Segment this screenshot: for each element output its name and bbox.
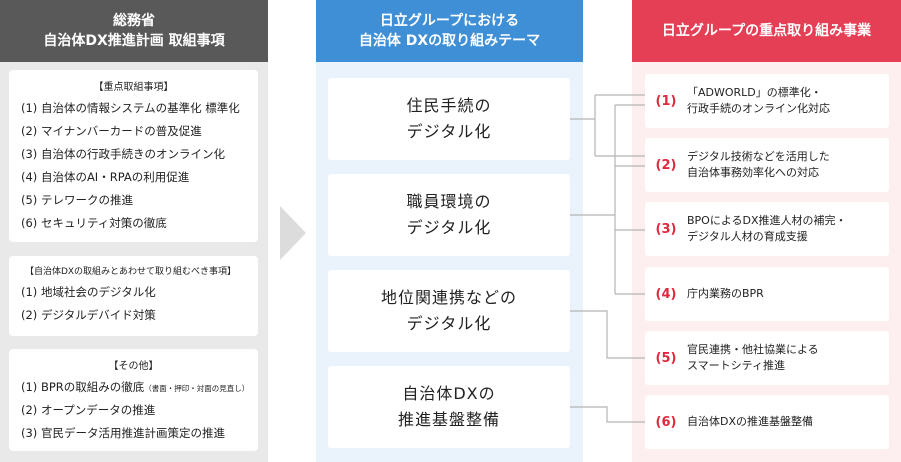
initiative-number: (3) — [655, 221, 677, 237]
list-item: (2) マイナンバーカードの普及促進 — [21, 124, 202, 138]
theme-line: 住民手続の — [406, 96, 492, 115]
initiative-text: 庁内業務のBPR — [687, 286, 764, 302]
theme-line: 自治体DXの — [402, 384, 496, 403]
initiative-number: (4) — [655, 286, 677, 302]
combined-items-title: 【自治体DXの取組みとあわせて取り組むべき事項】 — [24, 267, 237, 277]
other-items-title: 【その他】 — [108, 361, 159, 372]
right-header-title: 日立グループの重点取り組み事業 — [661, 23, 872, 39]
initiative-text: BPOによるDX推進人材の補完・ デジタル人材の育成支援 — [687, 213, 847, 245]
initiative-number: (6) — [655, 414, 677, 430]
theme-box-staff: 職員環境の デジタル化 — [328, 174, 570, 256]
initiative-number: (2) — [655, 157, 677, 173]
initiative-line: 自治体事務効率化への対応 — [687, 166, 819, 179]
middle-header-line2: 自治体 DXの取り組みテーマ — [358, 33, 541, 49]
theme-box-foundation: 自治体DXの 推進基盤整備 — [328, 366, 570, 448]
right-column: 日立グループの重点取り組み事業 (1) 「ADWORLD」の標準化・ 行政手続の… — [632, 0, 901, 462]
theme-line: 推進基盤整備 — [397, 410, 500, 429]
initiative-text: デジタル技術などを活用した 自治体事務効率化への対応 — [687, 149, 830, 181]
theme-box-resident: 住民手続の デジタル化 — [328, 78, 570, 160]
list-item: (2) オープンデータの推進 — [21, 403, 156, 417]
initiative-line: デジタル技術などを活用した — [687, 150, 830, 163]
list-item: (1) 地域社会のデジタル化 — [21, 285, 156, 299]
initiative-text: 官民連携・他社協業による スマートシティ推進 — [687, 342, 819, 374]
initiative-box-4: (4) 庁内業務のBPR — [645, 267, 889, 321]
connector-theme4 — [570, 406, 645, 423]
connector-theme3 — [570, 310, 645, 359]
left-column-header: 総務省 自治体DX推進計画 取組事項 — [0, 0, 268, 62]
middle-column-header: 日立グループにおける 自治体 DXの取り組みテーマ — [316, 0, 583, 62]
initiative-line: BPOによるDX推進人材の補完・ — [687, 214, 847, 227]
initiative-text: 自治体DXの推進基盤整備 — [687, 414, 813, 430]
list-item: (6) セキュリティ対策の徹底 — [21, 216, 167, 230]
initiative-number: (1) — [655, 93, 677, 109]
theme-line: デジタル化 — [406, 218, 492, 237]
list-item: (1) BPRの取組みの徹底（書面・押印・対面の見直し） — [21, 376, 258, 399]
combined-items-box: 【自治体DXの取組みとあわせて取り組むべき事項】 (1) 地域社会のデジタル化 … — [9, 256, 258, 336]
theme-line: 職員環境の — [406, 192, 492, 211]
list-item: (5) テレワークの推進 — [21, 193, 133, 207]
left-header-line1: 総務省 — [113, 13, 155, 29]
left-header-line2: 自治体DX推進計画 取組事項 — [43, 33, 225, 49]
other-items-box: 【その他】 (1) BPRの取組みの徹底（書面・押印・対面の見直し） (2) オ… — [9, 349, 258, 451]
middle-column: 日立グループにおける 自治体 DXの取り組みテーマ 住民手続の デジタル化 職員… — [316, 0, 583, 462]
priority-items-box: 【重点取組事項】 (1) 自治体の情報システムの基準化 標準化 (2) マイナン… — [9, 70, 258, 242]
list-item: (3) 官民データ活用推進計画策定の推進 — [21, 426, 225, 440]
initiative-box-2: (2) デジタル技術などを活用した 自治体事務効率化への対応 — [645, 138, 889, 192]
list-item: (1) 自治体の情報システムの基準化 標準化 — [21, 101, 240, 115]
initiative-line: デジタル人材の育成支援 — [687, 230, 808, 243]
initiative-line: 官民連携・他社協業による — [687, 343, 819, 356]
initiative-line: 行政手続のオンライン化対応 — [687, 102, 830, 115]
priority-items-title: 【重点取組事項】 — [93, 82, 174, 93]
initiative-line: 「ADWORLD」の標準化・ — [687, 86, 822, 99]
connector-theme2 — [570, 104, 645, 295]
list-item: (4) 自治体のAI・RPAの利用促進 — [21, 170, 190, 184]
initiative-box-5: (5) 官民連携・他社協業による スマートシティ推進 — [645, 331, 889, 385]
initiative-box-1: (1) 「ADWORLD」の標準化・ 行政手続のオンライン化対応 — [645, 74, 889, 128]
middle-header-line1: 日立グループにおける — [379, 13, 520, 29]
list-item: (3) 自治体の行政手続きのオンライン化 — [21, 147, 225, 161]
right-column-header: 日立グループの重点取り組み事業 — [632, 0, 901, 62]
theme-line: デジタル化 — [406, 314, 492, 333]
bpr-item-main: (1) BPRの取組みの徹底 — [21, 380, 145, 394]
initiative-box-6: (6) 自治体DXの推進基盤整備 — [645, 395, 889, 449]
initiative-box-3: (3) BPOによるDX推進人材の補完・ デジタル人材の育成支援 — [645, 202, 889, 256]
initiative-line: 庁内業務のBPR — [687, 287, 764, 300]
list-item: (2) デジタルデバイド対策 — [21, 308, 156, 322]
connector-theme1 — [570, 94, 645, 157]
initiative-number: (5) — [655, 350, 677, 366]
chevron-right-icon — [280, 206, 306, 260]
theme-line: 地位関連携などの — [380, 288, 517, 307]
theme-box-regional: 地位関連携などの デジタル化 — [328, 270, 570, 352]
left-column: 総務省 自治体DX推進計画 取組事項 【重点取組事項】 (1) 自治体の情報シス… — [0, 0, 268, 462]
initiative-line: 自治体DXの推進基盤整備 — [687, 415, 814, 428]
theme-line: デジタル化 — [406, 122, 492, 141]
bpr-item-note: （書面・押印・対面の見直し） — [144, 384, 250, 393]
initiative-text: 「ADWORLD」の標準化・ 行政手続のオンライン化対応 — [687, 85, 830, 117]
initiative-line: スマートシティ推進 — [687, 359, 786, 372]
